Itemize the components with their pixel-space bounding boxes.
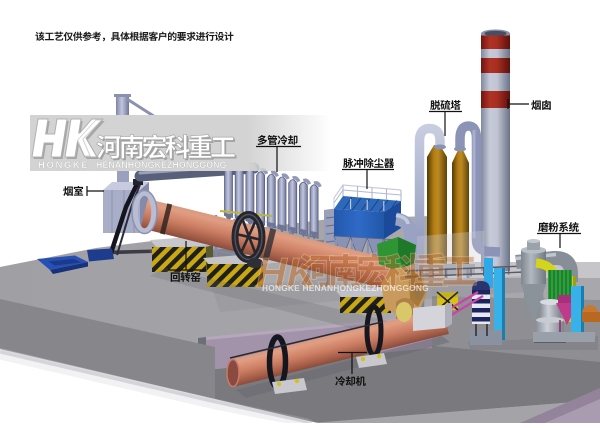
svg-text:HONGKE HENANHONGKEZHONGGONG: HONGKE HENANHONGKEZHONGGONG: [262, 283, 429, 293]
svg-text:HENANHONGKEZHONGGONG: HENANHONGKEZHONGGONG: [96, 160, 227, 170]
svg-text:HK: HK: [252, 249, 323, 295]
svg-text:HONGKE: HONGKE: [38, 160, 89, 171]
